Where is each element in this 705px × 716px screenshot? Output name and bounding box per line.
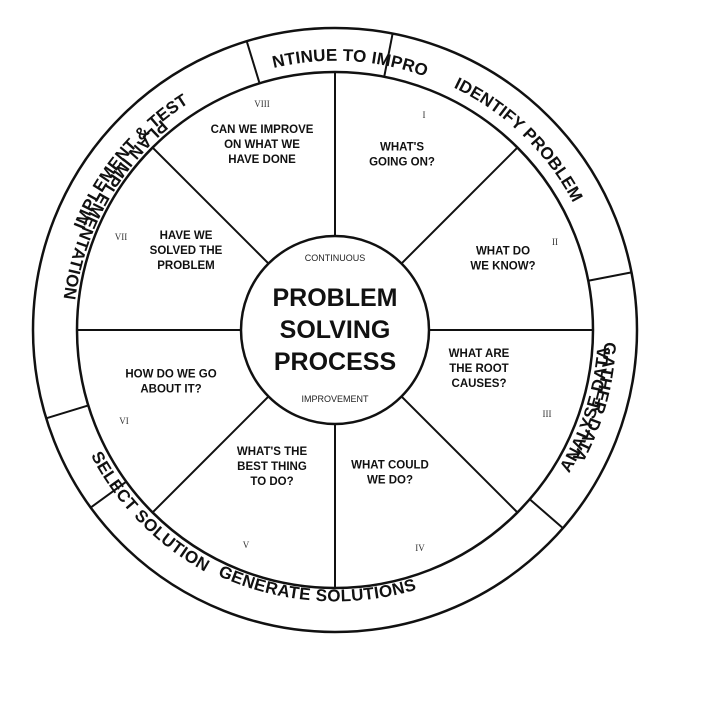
- sector-divider: [400, 395, 519, 514]
- stage-ring-label-path: SELECT SOLUTION: [87, 448, 212, 575]
- stage-numeral: I: [423, 110, 426, 120]
- ring-divider: [245, 40, 261, 84]
- stage-question: WHAT'S THE BEST THING TO DO?: [237, 446, 308, 488]
- center-top-label: CONTINUOUS: [305, 253, 366, 263]
- ring-divider: [45, 404, 89, 420]
- stage-question: WHAT COULD WE DO?: [351, 460, 429, 487]
- stage-numeral: VI: [119, 416, 129, 426]
- stage-question-line: SOLVED THE: [150, 245, 223, 257]
- ring-divider: [529, 498, 564, 529]
- ring-divider: [383, 33, 394, 77]
- stage-4: GENERATE SOLUTIONS WHAT COULD WE DO? IV: [216, 460, 429, 606]
- ring-divider: [588, 271, 632, 282]
- center-label: CONTINUOUS PROBLEM SOLVING PROCESS IMPRO…: [273, 253, 398, 404]
- stage-question-line: HAVE DONE: [228, 154, 296, 166]
- stage-question-line: TO DO?: [250, 476, 293, 488]
- stage-question: HOW DO WE GO ABOUT IT?: [125, 369, 216, 396]
- stage-question-line: WE KNOW?: [470, 261, 535, 273]
- stage-numeral: III: [543, 409, 552, 419]
- sector-divider: [151, 146, 270, 265]
- center-bottom-label: IMPROVEMENT: [301, 394, 369, 404]
- stage-question-line: WE DO?: [367, 475, 413, 487]
- stage-question-line: HAVE WE: [160, 230, 213, 242]
- stage-question-line: WHAT COULD: [351, 460, 429, 472]
- stage-ring-label: PLAN IMPLEMENTATION: [60, 116, 172, 301]
- stage-question: WHAT DO WE KNOW?: [470, 246, 535, 273]
- sector-dividers: [45, 33, 632, 588]
- stage-question: HAVE WE SOLVED THE PROBLEM: [150, 230, 223, 272]
- center-title-line-2: SOLVING: [280, 316, 391, 344]
- stage-question-line: BEST THING: [237, 461, 307, 473]
- stage-question: WHAT'S GOING ON?: [369, 142, 435, 169]
- stage-ring-label-path: CONTINUE TO IMPROVE: [0, 0, 430, 81]
- sector-divider: [151, 395, 270, 514]
- stage-ring-label: IDENTIFY PROBLEM: [452, 74, 587, 205]
- stage-ring-label: CONTINUE TO IMPROVE: [0, 0, 431, 81]
- stage-question: CAN WE IMPROVE ON WHAT WE HAVE DONE: [211, 124, 314, 166]
- stage-question-line: CAUSES?: [452, 378, 507, 390]
- stage-numeral: V: [243, 540, 250, 550]
- stage-ring-label: GENERATE SOLUTIONS: [216, 562, 418, 606]
- sector-divider: [400, 146, 519, 265]
- stage-question-line: CAN WE IMPROVE: [211, 124, 314, 136]
- stage-numeral: VII: [115, 232, 128, 242]
- stage-question-line: ON WHAT WE: [224, 139, 300, 151]
- center-circle: [239, 234, 431, 426]
- stage-question-line: ABOUT IT?: [140, 384, 201, 396]
- stage-ring-label-path: PLAN IMPLEMENTATION: [60, 116, 171, 301]
- stage-question-line: HOW DO WE GO: [125, 369, 216, 381]
- stage-8: CONTINUE TO IMPROVE CAN WE IMPROVE ON WHAT…: [0, 0, 431, 166]
- stage-question-line: WHAT ARE: [449, 348, 510, 360]
- stage-ring-label-path: IDENTIFY PROBLEM: [452, 74, 587, 205]
- center-title-line-1: PROBLEM: [273, 284, 398, 312]
- stage-question-line: PROBLEM: [157, 260, 215, 272]
- stage-question-line: WHAT DO: [476, 246, 530, 258]
- outer-circle: [31, 26, 639, 634]
- ring-divider: [90, 480, 127, 509]
- stage-question-line: GOING ON?: [369, 157, 435, 169]
- stage-question: WHAT ARE THE ROOT CAUSES?: [449, 348, 510, 390]
- stage-question-line: WHAT'S THE: [237, 446, 308, 458]
- stage-numeral: II: [552, 237, 558, 247]
- stage-question-line: THE ROOT: [449, 363, 508, 375]
- stage-numeral: IV: [415, 543, 425, 553]
- stage-ring-label: SELECT SOLUTION: [87, 448, 213, 575]
- stage-question-line: WHAT'S: [380, 142, 424, 154]
- stage-numeral: VIII: [254, 99, 270, 109]
- stage-5: SELECT SOLUTION WHAT'S THE BEST THING TO DO…: [87, 446, 307, 576]
- center-title-line-3: PROCESS: [274, 348, 396, 376]
- stage-1: IDENTIFY PROBLEM WHAT'S GOING ON? I: [369, 74, 586, 205]
- stage-ring-label-path: GENERATE SOLUTIONS: [216, 562, 418, 606]
